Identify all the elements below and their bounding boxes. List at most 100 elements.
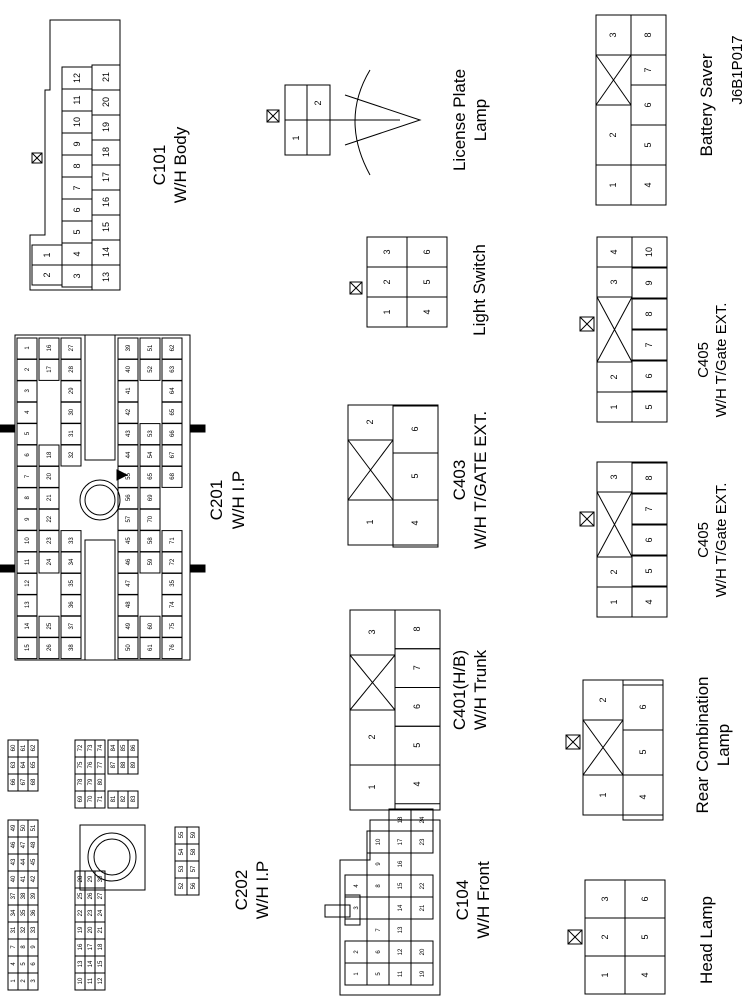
pin-label: 71 [98, 795, 104, 802]
c405b-pin-cell [631, 462, 668, 494]
pin-label: 65 [31, 761, 37, 768]
c405a-pin-cell [631, 236, 668, 268]
pin-label: 79 [88, 778, 94, 785]
pin-label: 8 [21, 945, 27, 949]
c405a-code: C405 [695, 342, 712, 378]
c405b-pin-cell [631, 586, 668, 618]
c202-code: C202 [232, 870, 251, 911]
pin-label: 23 [88, 909, 94, 916]
pin-label: 8 [72, 163, 82, 168]
rear-comb-lock [565, 734, 581, 750]
c201-pin-cell [117, 637, 139, 660]
pin-label: 1 [600, 972, 610, 977]
pin-label: 43 [11, 858, 17, 865]
c403-code: C403 [450, 460, 469, 501]
pin-label: 25 [47, 622, 53, 629]
c405b-pin-cell [631, 555, 668, 587]
pin-label: 8 [644, 475, 654, 480]
pin-label: 7 [25, 474, 31, 478]
pin-label: 6 [410, 426, 420, 431]
pin-label: 10 [25, 537, 31, 544]
pin-label: 3 [31, 979, 37, 983]
c405a-pin-cell [631, 267, 668, 299]
pin-label: 4 [643, 182, 653, 187]
pin-label: 10 [78, 977, 84, 984]
figure-id: J6B1P017 [729, 35, 746, 104]
c401-name: W/H Trunk [471, 649, 490, 730]
c202-pin-cell [127, 790, 139, 809]
pin-label: 42 [126, 408, 132, 415]
pin-label: 74 [170, 601, 176, 608]
pin-label: 7 [412, 665, 422, 670]
pin-label: 60 [11, 744, 17, 751]
c405a-pin-cell [631, 391, 668, 423]
pin-label: 2 [21, 979, 27, 983]
c201-code: C201 [207, 480, 226, 521]
pin-label: 13 [25, 601, 31, 608]
c202-pin-cell [94, 773, 106, 792]
pin-label: 51 [31, 824, 37, 831]
pin-label: 1 [608, 182, 618, 187]
pin-label: 4 [72, 251, 82, 256]
pin-label: 54 [148, 451, 154, 458]
pin-label: 63 [11, 761, 17, 768]
pin-label: 66 [170, 430, 176, 437]
c201-pin-cell [139, 551, 161, 574]
pin-label: 17 [88, 943, 94, 950]
pin-label: 16 [78, 943, 84, 950]
pin-label: 40 [126, 365, 132, 372]
pin-label: 3 [72, 273, 82, 278]
pin-label: 61 [21, 744, 27, 751]
pin-label: 38 [21, 892, 27, 899]
pin-label: 4 [410, 520, 420, 525]
pin-label: 12 [98, 977, 104, 984]
c104-latch [344, 894, 361, 926]
rear-comb-pin-cell [622, 684, 664, 731]
pin-label: 14 [101, 247, 111, 257]
c201-pin-cell [139, 358, 161, 381]
pin-label: 58 [191, 848, 197, 855]
pin-label: 5 [644, 568, 654, 573]
pin-label: 10 [72, 117, 82, 127]
pin-label: 1 [367, 784, 377, 789]
pin-label: 3 [354, 906, 360, 910]
pin-label: 4 [25, 410, 31, 414]
pin-label: 34 [69, 558, 75, 565]
pin-label: 19 [420, 970, 426, 977]
c201-pin-cell [60, 637, 82, 660]
pin-label: 1 [365, 519, 375, 524]
pin-label: 8 [643, 32, 653, 37]
pin-label: 52 [148, 365, 154, 372]
pin-label: 8 [25, 495, 31, 499]
license-label-2: Lamp [471, 99, 490, 142]
pin-label: 24 [420, 816, 426, 823]
pin-label: 6 [376, 950, 382, 954]
c202-post-inner [93, 838, 131, 876]
pin-label: 6 [412, 704, 422, 709]
pin-label: 12 [25, 579, 31, 586]
pin-label: 7 [11, 945, 17, 949]
pin-label: 18 [98, 943, 104, 950]
pin-label: 14 [398, 904, 404, 911]
pin-label: 24 [47, 558, 53, 565]
license-bulb-arrow [344, 94, 422, 146]
pin-label: 20 [88, 926, 94, 933]
pin-label: 6 [643, 102, 653, 107]
pin-label: 75 [170, 622, 176, 629]
pin-label: 20 [420, 948, 426, 955]
pin-label: 29 [69, 387, 75, 394]
pin-label: 2 [25, 367, 31, 371]
lock-cross [579, 511, 595, 527]
pin-label: 5 [643, 142, 653, 147]
pin-label: 13 [78, 960, 84, 967]
pin-label: 62 [31, 744, 37, 751]
pin-label: 6 [644, 537, 654, 542]
pin-label: 2 [367, 734, 377, 739]
c201-pin-cell [38, 637, 60, 660]
pin-label: 15 [398, 882, 404, 889]
pin-label: 6 [25, 453, 31, 457]
pin-label: 55 [179, 831, 185, 838]
rear-comb-label-1: Rear Combination [693, 676, 712, 813]
c202-name: W/H I.P [253, 861, 272, 920]
c201-pin-cell [161, 465, 183, 488]
